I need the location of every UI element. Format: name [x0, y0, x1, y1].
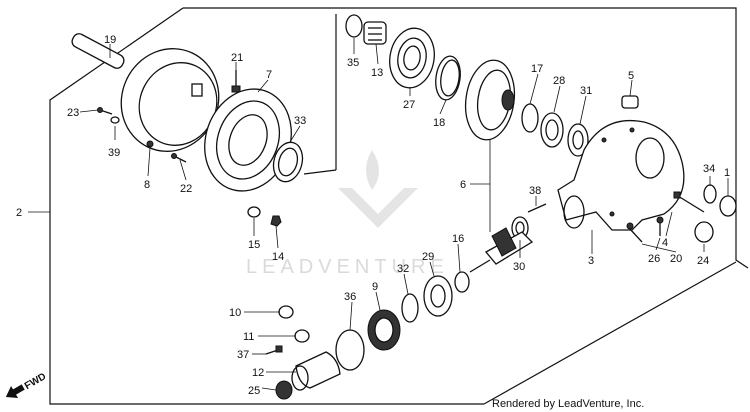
callout-29: 29	[422, 251, 434, 263]
callout-1: 1	[724, 167, 730, 179]
part-12-joint	[291, 351, 341, 391]
part-31-seal	[567, 123, 589, 157]
callout-9: 9	[372, 281, 378, 293]
part-16-shim	[454, 271, 470, 293]
part-32-shim	[401, 293, 419, 323]
part-5-cap	[621, 95, 639, 109]
callout-17: 17	[531, 63, 543, 75]
callout-15: 15	[248, 239, 260, 251]
callout-25: 25	[248, 385, 260, 397]
callout-30: 30	[513, 261, 525, 273]
callout-16: 16	[452, 233, 464, 245]
callout-12: 12	[252, 367, 264, 379]
forward-label: FWD	[23, 371, 48, 392]
part-35-circlip	[345, 14, 363, 38]
part-17-shim	[521, 103, 539, 133]
part-28-bearing	[540, 112, 564, 148]
part-37-bolt	[265, 345, 283, 355]
callout-6: 6	[460, 179, 466, 191]
part-38-stud	[527, 203, 547, 213]
callout-11: 11	[243, 331, 254, 343]
callout-3: 3	[588, 255, 594, 267]
render-credit: Rendered by LeadVenture, Inc.	[492, 398, 644, 410]
part-34-washer	[703, 184, 717, 204]
callout-8: 8	[144, 179, 150, 191]
callout-labels: 19 23 39 8 21 7 22 33 15 14 35 13 27 18 …	[16, 34, 730, 397]
callout-23: 23	[67, 107, 79, 119]
callout-5: 5	[628, 70, 634, 82]
part-19-pin	[71, 33, 125, 69]
part-24-nut	[694, 221, 714, 243]
callout-18: 18	[433, 117, 445, 129]
part-20-bolt	[626, 222, 643, 243]
part-9-coupling	[367, 309, 401, 351]
callout-35: 35	[347, 57, 359, 69]
callout-37: 37	[237, 349, 249, 361]
callout-7: 7	[266, 69, 272, 81]
callout-22: 22	[180, 183, 192, 195]
forward-arrow: FWD	[5, 371, 48, 399]
callout-28: 28	[553, 75, 565, 87]
watermark-text: LEADVENTURE	[246, 256, 449, 278]
callout-19: 19	[104, 34, 116, 46]
callout-2: 2	[16, 207, 22, 219]
callout-39: 39	[108, 147, 120, 159]
part-13-collar	[363, 21, 387, 45]
part-25-nut	[275, 380, 293, 400]
callout-32: 32	[397, 263, 409, 275]
part-11-bolt	[294, 329, 310, 343]
arrow-left-icon	[5, 384, 25, 399]
callout-36: 36	[344, 291, 356, 303]
callout-13: 13	[371, 67, 383, 79]
callout-20: 20	[670, 253, 682, 265]
part-23-bolt	[97, 107, 120, 124]
part-36-oring	[335, 329, 365, 371]
part-33-seal	[272, 141, 304, 183]
watermark: LEADVENTURE	[246, 150, 449, 278]
part-4-bolt	[673, 191, 705, 213]
callout-27: 27	[403, 99, 415, 111]
part-shapes	[71, 14, 737, 400]
part-pinion-shaft	[469, 227, 534, 273]
part-22-bolt	[171, 153, 187, 163]
part-15-washer	[247, 206, 261, 218]
part-ring-gear	[464, 59, 516, 141]
part-14-nut	[270, 215, 282, 227]
callout-10: 10	[229, 307, 241, 319]
part-29-bearing	[423, 275, 453, 317]
callout-26: 26	[648, 253, 660, 265]
callout-33: 33	[294, 115, 306, 127]
callout-38: 38	[529, 185, 541, 197]
part-21-bolt	[231, 70, 241, 93]
part-10-bolt	[278, 305, 294, 319]
part-3-gear-case	[557, 119, 685, 231]
part-18-shim	[435, 55, 461, 101]
part-26-bolt	[656, 216, 664, 236]
callout-31: 31	[580, 85, 592, 97]
callout-4: 4	[662, 237, 668, 249]
callout-21: 21	[231, 52, 243, 64]
part-1-nut	[719, 195, 737, 217]
leader-lines	[79, 38, 729, 391]
callout-34: 34	[703, 163, 715, 175]
callout-24: 24	[697, 255, 709, 267]
part-27-bearing	[389, 27, 435, 89]
callout-14: 14	[272, 251, 284, 263]
